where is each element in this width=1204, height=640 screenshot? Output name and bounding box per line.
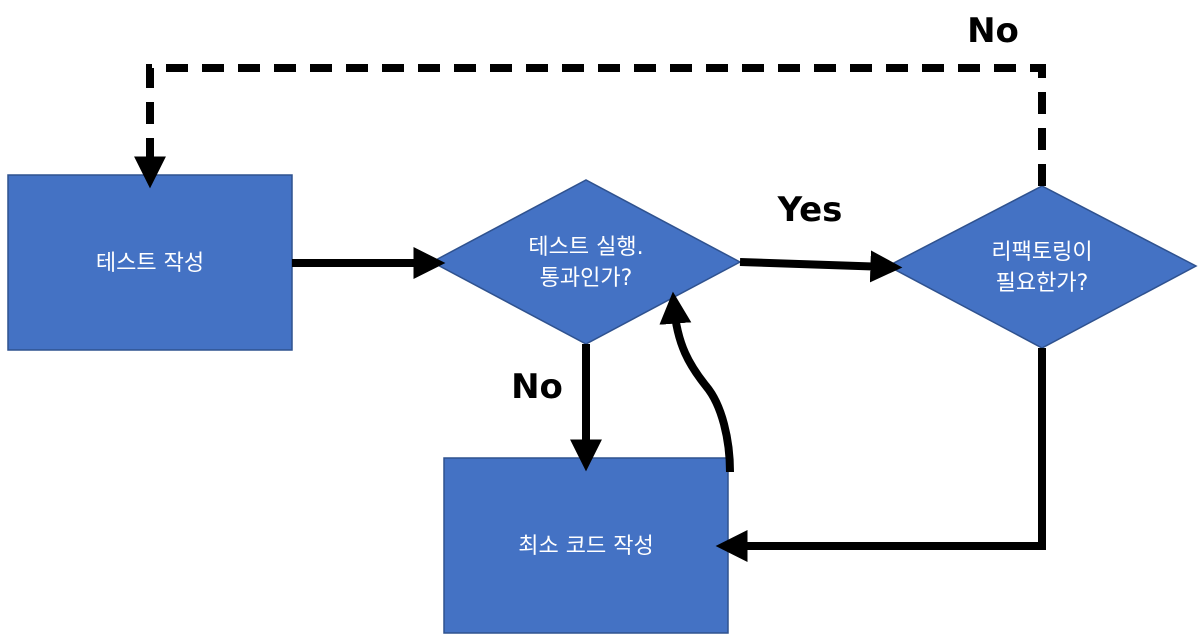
arrow-run-test-yes-to-refactor xyxy=(739,250,903,283)
arrow-refactor-no-to-write-test xyxy=(134,64,1046,189)
node-run-test-line2: 통과인가? xyxy=(540,266,633,291)
node-refactor-needed-line2: 필요한가? xyxy=(996,271,1089,296)
node-refactor-needed: 리팩토링이 필요한가? xyxy=(886,185,1198,349)
node-run-test: 테스트 실행. 통과인가? xyxy=(430,179,742,345)
node-write-min-code-label: 최소 코드 작성 xyxy=(518,534,653,559)
node-write-test: 테스트 작성 xyxy=(7,174,293,351)
node-write-test-label: 테스트 작성 xyxy=(96,251,204,276)
arrow-refactor-to-min-code xyxy=(715,348,1046,562)
node-write-min-code: 최소 코드 작성 xyxy=(443,457,729,634)
edge-label-yes: Yes xyxy=(777,190,843,230)
arrow-min-code-to-run-test xyxy=(659,291,734,473)
edge-label-no-refactor: No xyxy=(967,11,1019,51)
node-refactor-needed-line1: 리팩토링이 xyxy=(991,240,1092,265)
node-run-test-line1: 테스트 실행. xyxy=(528,235,643,260)
edge-label-no-run-test: No xyxy=(511,367,563,407)
